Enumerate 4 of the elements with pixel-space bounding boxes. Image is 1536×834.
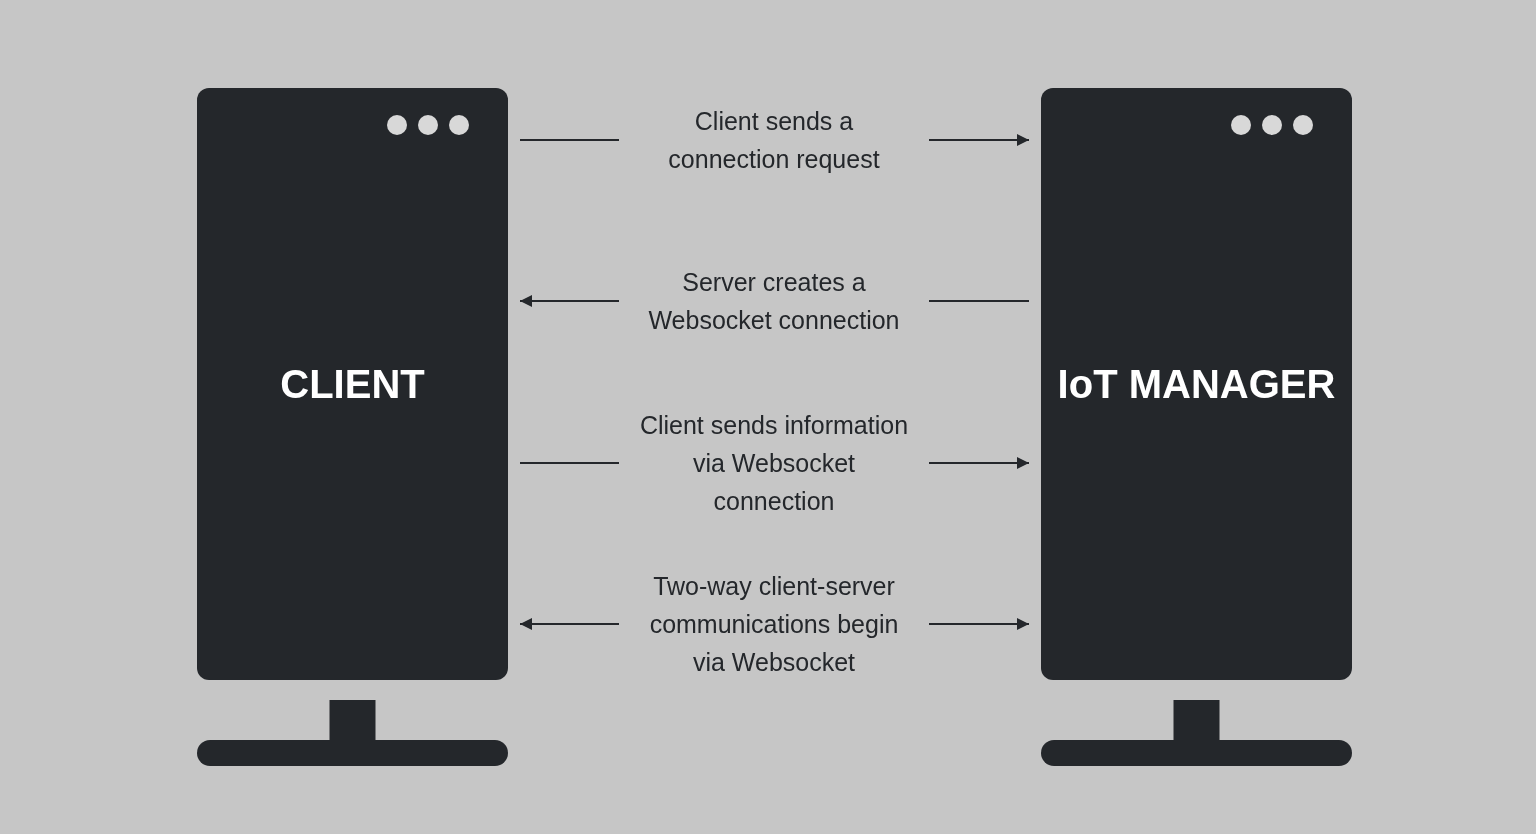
monitor-screen	[197, 88, 508, 680]
monitor-screen	[1041, 88, 1352, 680]
device-label: IoT MANAGER	[1057, 361, 1336, 408]
device-label: CLIENT	[280, 361, 425, 408]
